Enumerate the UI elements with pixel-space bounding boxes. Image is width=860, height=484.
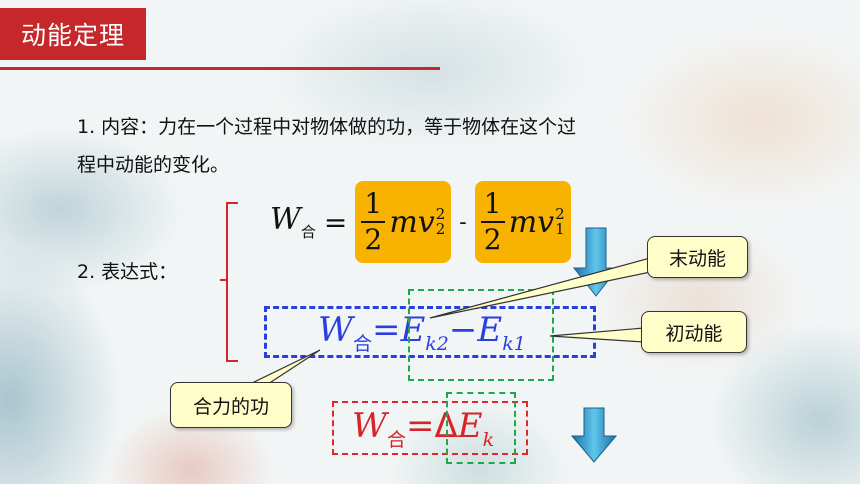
callout-initial-ke: 初动能 <box>641 311 747 353</box>
eq1-minus: - <box>459 209 467 235</box>
eq1-equals: = <box>323 205 348 239</box>
eq1-work-symbol: W合 <box>270 202 316 241</box>
green-dashed-box-delta <box>446 392 516 464</box>
eq1-final-term: 1 2 mv 2 2 <box>355 181 452 263</box>
content-text-line1: 1. 内容：力在一个过程中对物体做的功，等于物体在这个过 <box>77 116 577 138</box>
red-dashed-box <box>332 401 528 455</box>
left-brace-tick <box>220 279 228 281</box>
callout-net-work: 合力的功 <box>170 382 292 428</box>
title-underline <box>0 67 440 70</box>
equation-kinetic-energy-form: W合 = 1 2 mv 2 2 - 1 2 mv 2 1 <box>270 180 571 264</box>
title-banner: 动能定理 <box>0 8 146 60</box>
callout-final-ke: 末动能 <box>647 236 748 278</box>
callout-pointer-initial <box>549 327 645 343</box>
content-text-line2: 程中动能的变化。 <box>77 154 230 176</box>
page-title: 动能定理 <box>20 21 125 50</box>
equation-ek-difference: W合=Ek2−Ek1 <box>318 310 526 355</box>
left-brace <box>226 202 238 362</box>
eq1-half-fraction-2: 1 2 <box>480 190 505 254</box>
eq1-initial-term: 1 2 mv 2 1 <box>474 181 571 263</box>
expression-label: 2. 表达式： <box>77 261 178 283</box>
callout-pointer-final <box>429 257 662 319</box>
green-dashed-box-ek <box>408 289 554 381</box>
eq1-half-fraction: 1 2 <box>361 190 386 254</box>
down-arrow-icon-2 <box>570 407 618 463</box>
callout-pointer-network <box>249 349 321 385</box>
